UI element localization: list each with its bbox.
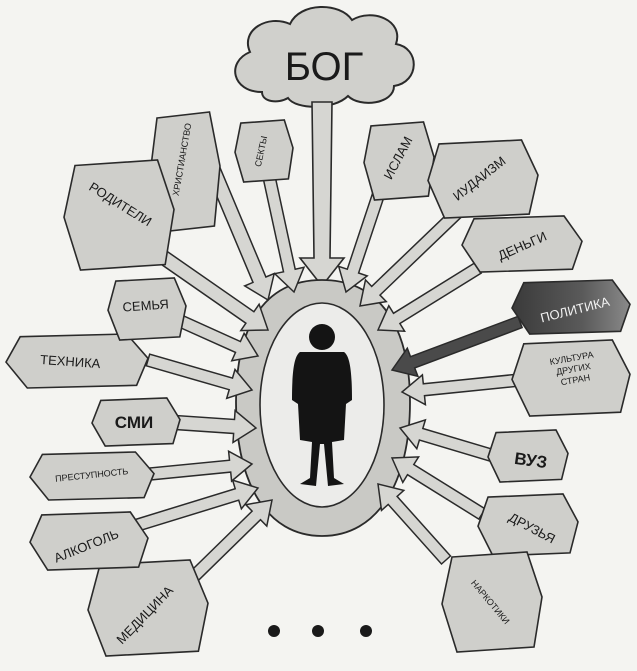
arrow-shaft-semya — [174, 313, 260, 362]
arrow-islam: ИСЛАМ — [337, 121, 435, 294]
tag-prestupnost — [29, 451, 155, 501]
arrow-dengi: ДЕНЬГИ — [376, 215, 583, 333]
tag-meditsina — [87, 559, 209, 657]
arrow-politika: ПОЛИТИКА — [390, 279, 631, 378]
arrow-shaft-sekty — [261, 169, 306, 294]
ellipsis-dots — [268, 625, 372, 637]
tag-roditeli — [63, 159, 175, 271]
arrow-shaft-narkotiki — [377, 483, 452, 566]
person-icon — [292, 324, 352, 486]
arrow-shaft-tekhnika — [145, 353, 254, 400]
arrow-shaft-kultura — [400, 373, 522, 407]
tag-sekty — [234, 119, 294, 183]
arrow-shaft-prestupnost — [148, 449, 254, 483]
tag-semya — [107, 277, 187, 341]
arrow-shaft-dengi — [376, 261, 483, 333]
tag-dengi — [461, 215, 583, 273]
arrow-shaft-politika — [390, 315, 524, 378]
tag-politika — [511, 279, 631, 335]
arrow-shaft-roditeli — [144, 241, 270, 332]
arrow-shaft-iudaizm — [359, 204, 466, 307]
god-arrow — [298, 101, 346, 288]
god-cloud: БОГ — [234, 6, 415, 108]
arrow-shaft-vuz — [398, 418, 497, 463]
god-label: БОГ — [285, 45, 364, 89]
arrow-meditsina: МЕДИЦИНА — [87, 499, 273, 657]
arrow-iudaizm: ИУДАИЗМ — [359, 139, 539, 307]
tag-islam — [363, 121, 435, 201]
label-semya: СЕМЬЯ — [122, 296, 169, 314]
arrow-shaft-druzya — [390, 456, 487, 521]
label-smi: СМИ — [115, 413, 153, 432]
arrow-narkotiki: НАРКОТИКИ — [377, 483, 543, 653]
arrow-shaft-alkogol — [125, 478, 260, 535]
label-vuz: ВУЗ — [513, 449, 548, 472]
tag-alkogol — [29, 511, 149, 571]
tag-narkotiki — [441, 551, 543, 653]
arrow-prestupnost: ПРЕСТУПНОСТЬ — [29, 449, 254, 501]
arrow-shaft-smi — [166, 408, 258, 444]
arrow-semya: СЕМЬЯ — [107, 277, 260, 362]
arrow-sekty: СЕКТЫ — [234, 119, 306, 294]
arrow-druzya: ДРУЗЬЯ — [390, 456, 579, 557]
tag-druzya — [477, 493, 579, 557]
tag-iudaizm — [427, 139, 539, 219]
label-tekhnika: ТЕХНИКА — [40, 352, 101, 371]
tag-vuz — [487, 429, 569, 483]
arrow-roditeli: РОДИТЕЛИ — [63, 159, 270, 332]
tag-kultura — [511, 339, 631, 417]
tag-smi — [91, 397, 181, 447]
arrow-alkogol: АЛКОГОЛЬ — [29, 478, 260, 571]
arrow-vuz: ВУЗ — [398, 418, 569, 483]
arrow-smi: СМИ — [91, 397, 258, 447]
